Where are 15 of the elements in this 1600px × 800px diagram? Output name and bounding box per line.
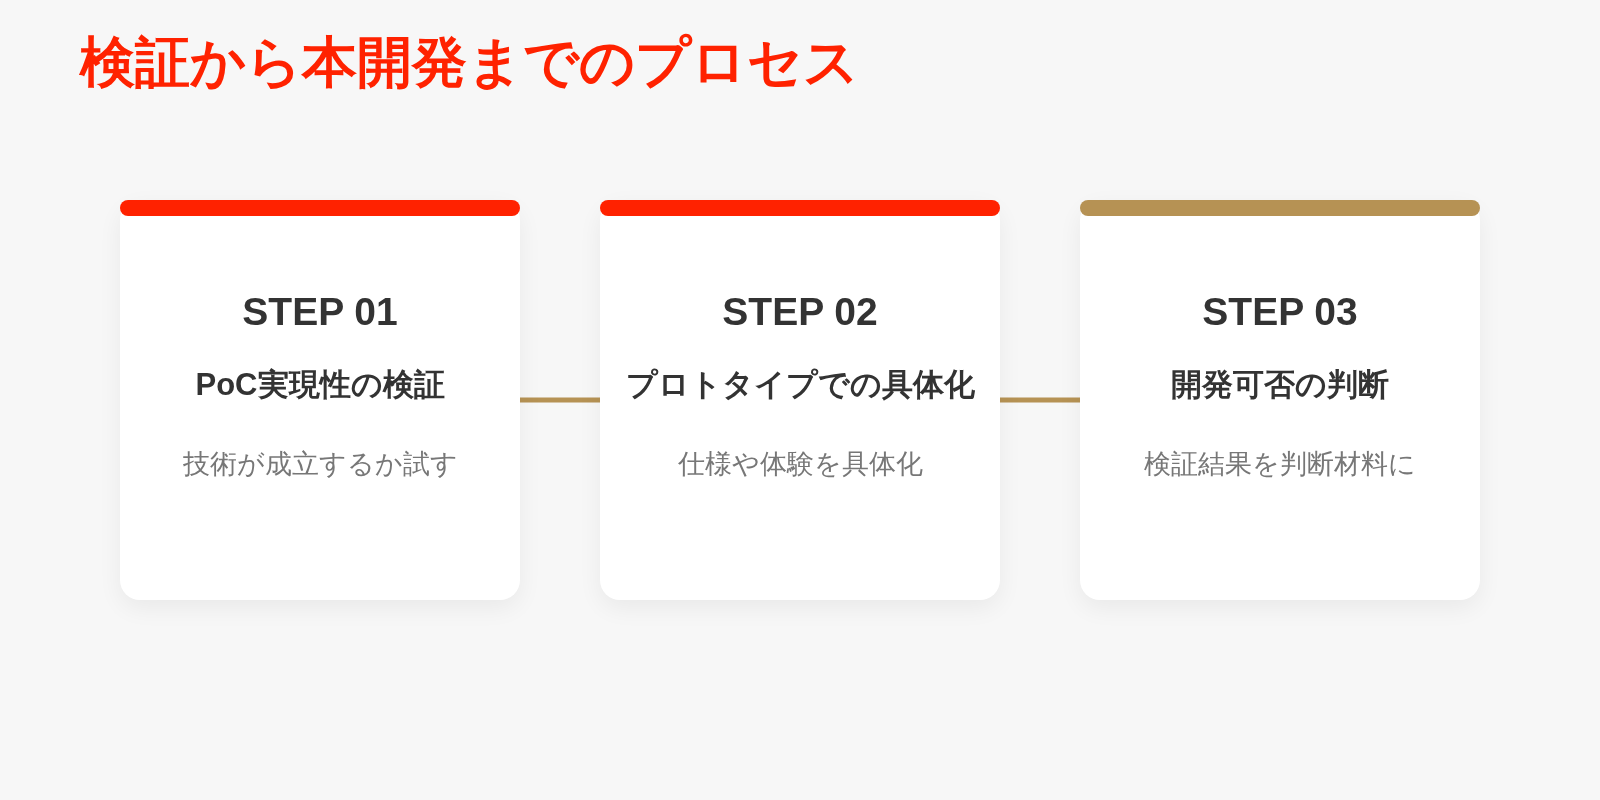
step-title: プロトタイプでの具体化 bbox=[624, 366, 976, 404]
step-description: 検証結果を判断材料に bbox=[1143, 447, 1417, 481]
step-title: 開発可否の判断 bbox=[1170, 366, 1390, 404]
step-card bbox=[600, 200, 1000, 600]
step-card bbox=[120, 200, 520, 600]
connector-line bbox=[1000, 397, 1080, 403]
step-title: PoC実現性の検証 bbox=[194, 366, 446, 404]
step-card bbox=[1080, 200, 1480, 600]
step-number: STEP 02 bbox=[721, 288, 879, 335]
step-description: 技術が成立するか試す bbox=[181, 447, 459, 481]
connector-line bbox=[520, 397, 600, 403]
step-description: 仕様や体験を具体化 bbox=[676, 447, 924, 481]
step-number: STEP 01 bbox=[241, 288, 399, 335]
step-number: STEP 03 bbox=[1201, 288, 1359, 335]
diagram-title: 検証から本開発までのプロセス bbox=[80, 32, 859, 93]
